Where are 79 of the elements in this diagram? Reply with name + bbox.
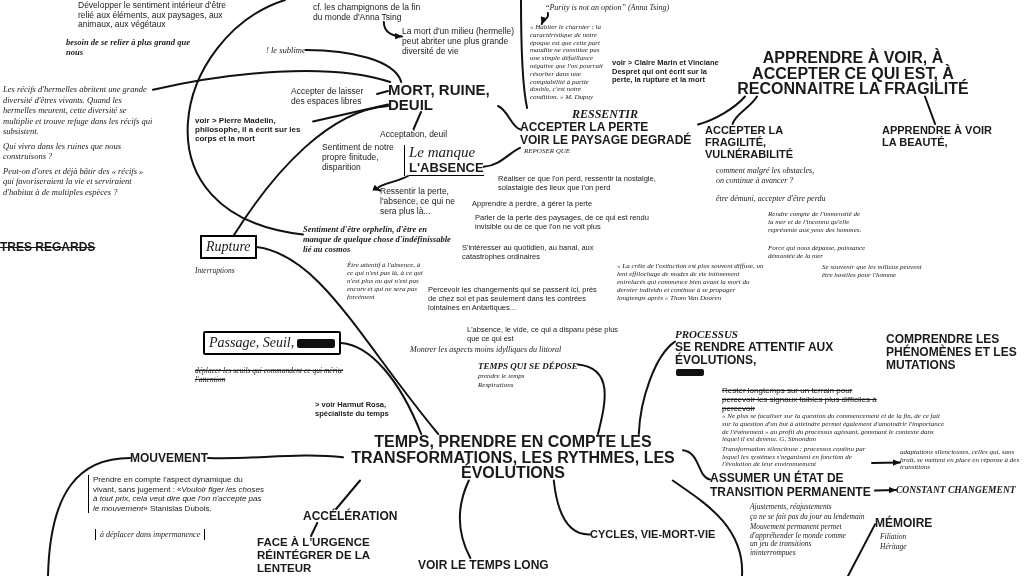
- arrow: [540, 12, 550, 25]
- central-heading: TEMPS, PRENDRE EN COMPTE LES TRANSFORMATIONS, LES RYTHMES, LES ÉVOLUTIONS: [343, 434, 683, 481]
- connector-line: [924, 95, 937, 125]
- crossed-out-note: Rester longtemps sur un terrain pour percevoir les signaux faibles plus difficiles à percevoir: [722, 386, 878, 413]
- note-text: Ressentir la perte, l'absence, ce qui ne sera plus là...: [380, 186, 460, 216]
- handwritten-label: Passage, Seuil,: [209, 334, 295, 352]
- topic-heading: ACCEPTER LA PERTE: [520, 121, 649, 134]
- handwritten-note: besoin de se relier à plus grand que nous: [66, 37, 191, 57]
- handwritten-note: Les récifs d'hermelles abritent une grande diversité d'êtres vivants. Quand les hermelles meurent, cette diversité se multiplie et trouve refuge dans les récifs qui subsistent.: [3, 84, 153, 137]
- note-text: Acceptation, deuil: [380, 129, 448, 139]
- topic-heading: ACCÉLÉRATION: [303, 509, 398, 523]
- crossed-out-heading: TRES REGARDS: [0, 240, 96, 254]
- connector-line: [682, 449, 711, 481]
- bordered-box: [203, 331, 342, 355]
- handwritten-heading: PROCESSUS: [675, 328, 738, 341]
- connector-line: [497, 105, 521, 131]
- connector-line: [207, 454, 344, 460]
- connector-line: [412, 111, 422, 130]
- connector-line: [255, 246, 440, 435]
- arrow: [372, 175, 409, 192]
- connector-line: [233, 105, 389, 236]
- connector-line: [304, 49, 403, 83]
- connector-line: [576, 363, 606, 435]
- connector-line: [152, 70, 392, 91]
- topic-heading: VOIR LE PAYSAGE DEGRADÉ: [520, 134, 692, 147]
- connector-line: [731, 95, 758, 125]
- arrow: [871, 459, 901, 466]
- topic-heading: MOUVEMENT: [130, 451, 208, 465]
- connector-line: [697, 95, 746, 126]
- note-text: cf. les champignons de la fin du monde d'Anna Tsing: [313, 2, 431, 22]
- note-text: Accepter de laisser des espaces libres: [291, 86, 377, 106]
- connector-line: [520, 0, 529, 109]
- handwritten-note: Sentiment d'être orphelin, d'être en manque de quelque chose d'indéfinissable lié au cosmos: [303, 224, 453, 254]
- handwritten-note: Peut-on d'ores et déjà bâtir des « récifs » qui favoriseraient la vie et serviraient d'habitat à de multiples espèces ?: [3, 165, 145, 197]
- arrow: [874, 487, 897, 494]
- topic-heading: FACE À L'URGENCE RÉINTÉGRER DE LA LENTEUR: [257, 536, 392, 575]
- connector-line: [637, 340, 676, 435]
- topic-heading: MÉMOIRE: [875, 516, 933, 530]
- handwritten-quote: “Purity is not an option” (Anna Tsing): [545, 3, 685, 13]
- note-text: Sentiment de notre propre finitude, disparition: [322, 142, 395, 172]
- topic-heading: COMPRENDRE LES PHÉNOMÈNES ET LES MUTATIONS: [886, 333, 1018, 372]
- main-heading: APPRENDRE À VOIR, À ACCEPTER CE QUI EST, À RECONNAITRE LA FRAGILITÉ: [733, 50, 973, 97]
- boxed-label: Rupture: [200, 235, 257, 259]
- topic-heading: CYCLES, VIE-MORT-VIE: [590, 528, 716, 541]
- handwritten-note: à déplacer dans impermanence: [95, 529, 206, 540]
- handwritten-heading: RESSENTIR: [572, 108, 639, 121]
- topic-heading: ASSUMER UN ÉTAT DE TRANSITION PERMANENTE: [710, 471, 875, 499]
- handwritten-note: être démuni, accepter d'être perdu: [716, 194, 826, 204]
- handwritten-note: ! le sublime: [266, 45, 306, 55]
- note-text: La mort d'un milieu (hermelle) peut abriter une plus grande diversité de vie: [402, 26, 517, 56]
- bracket-frame: [404, 145, 484, 176]
- quote-text: Prendre en compte l'aspect dynamique du vivant, sans jugement : «Vouloir figer les choses à tout prix, cela veut dire que l'on n'accepte pas le mouvement» Stanislas Dubois.: [88, 475, 266, 513]
- connector-line: [335, 479, 361, 510]
- connector-line: [552, 479, 591, 536]
- topic-heading: SE RENDRE ATTENTIF AUX ÉVOLUTIONS,: [675, 341, 835, 367]
- topic-heading: VOIR LE TEMPS LONG: [418, 558, 549, 572]
- connector-line: [340, 342, 423, 435]
- handwritten-heading: TEMPS QUI SE DÉPOSE: [478, 361, 578, 372]
- connector-line: [312, 103, 389, 123]
- topic-heading: APPRENDRE À VOIR LA BEAUTÉ,: [882, 124, 1000, 148]
- handwritten-note: Qui vivra dans les ruines que nous construisons ?: [3, 140, 123, 162]
- connector-line: [671, 479, 743, 576]
- connector-line: [47, 457, 131, 576]
- topic-heading: L'ABSENCE: [409, 160, 484, 176]
- connector-line: [482, 146, 521, 168]
- handwritten-note: Montrer les aspects moins idylliques du littoral: [410, 345, 562, 355]
- connector-line: [376, 90, 389, 95]
- topic-heading: ACCEPTER LA FRAGILITÉ, VULNÉRABILITÉ: [705, 124, 797, 160]
- handwritten-note: comment malgré les obstacles, on continue à avancer ?: [716, 166, 816, 185]
- connector-line: [186, 0, 304, 236]
- reference-note: voir > Pierre Madelin, philosophe, il a écrit sur les corps et la mort: [195, 116, 313, 143]
- arrow: [382, 21, 403, 40]
- connector-line: [458, 479, 472, 559]
- connector-line: [847, 523, 876, 576]
- handwritten-heading: CONSTANT CHANGEMENT: [896, 484, 1016, 496]
- note-text: Développer le sentiment intérieur d'être relié aux éléments, aux paysages, aux animaux, aux végétaux: [78, 1, 228, 30]
- connector-line: [310, 522, 319, 537]
- handwritten-heading: Le manque: [409, 145, 476, 160]
- topic-heading: MORT, RUINE, DEUIL: [388, 82, 498, 112]
